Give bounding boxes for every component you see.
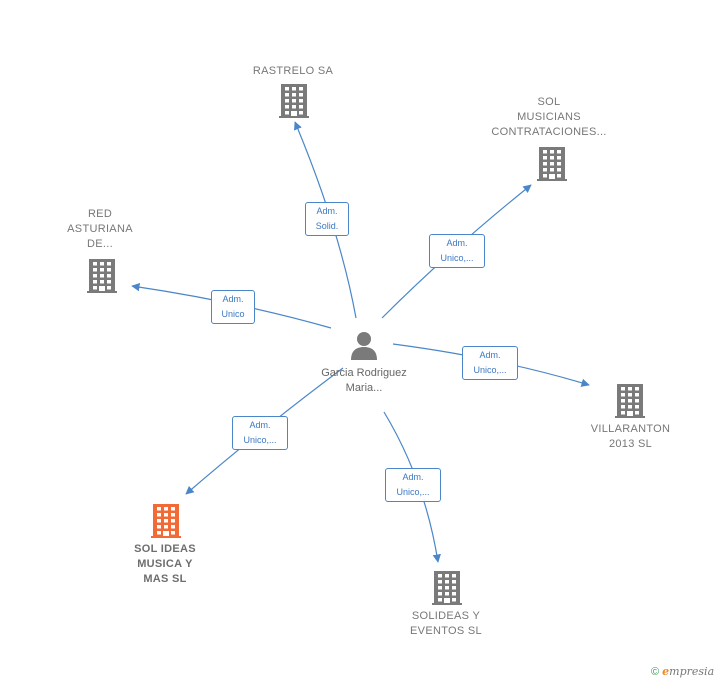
center-person-name[interactable]: Garcia Rodriguez Maria... — [321, 367, 407, 394]
building-icon[interactable] — [151, 504, 181, 543]
edge-label-rastrelo[interactable]: Adm. Solid. — [305, 202, 349, 236]
company-label-sol-musicians[interactable]: SOL MUSICIANS CONTRATACIONES... — [491, 96, 607, 138]
edge-label-sol-ideas[interactable]: Adm. Unico,... — [232, 416, 288, 450]
building-icon[interactable] — [432, 571, 462, 610]
brand-name: mpresia — [669, 665, 715, 678]
company-label-red-asturiana[interactable]: RED ASTURIANA DE... — [67, 208, 133, 250]
building-icon[interactable] — [537, 147, 567, 186]
edge-label-solideas-eventos[interactable]: Adm. Unico,... — [385, 468, 441, 502]
edge-label-red-asturiana[interactable]: Adm. Unico — [211, 290, 255, 324]
copyright-symbol: © — [651, 666, 660, 678]
building-icon[interactable] — [615, 384, 645, 423]
company-label-sol-ideas[interactable]: SOL IDEAS MUSICA Y MAS SL — [134, 543, 196, 585]
footer-brand: © empresia — [651, 665, 714, 678]
edge-label-sol-musicians[interactable]: Adm. Unico,... — [429, 234, 485, 268]
edge-label-villaranton[interactable]: Adm. Unico,... — [462, 346, 518, 380]
person-icon[interactable] — [348, 330, 380, 367]
company-label-solideas-eventos[interactable]: SOLIDEAS Y EVENTOS SL — [410, 610, 482, 637]
company-label-rastrelo[interactable]: RASTRELO SA — [252, 65, 334, 77]
brand-initial: e — [662, 665, 670, 678]
company-label-villaranton[interactable]: VILLARANTON 2013 SL — [590, 423, 671, 450]
building-icon[interactable] — [279, 84, 309, 123]
building-icon[interactable] — [87, 259, 117, 298]
